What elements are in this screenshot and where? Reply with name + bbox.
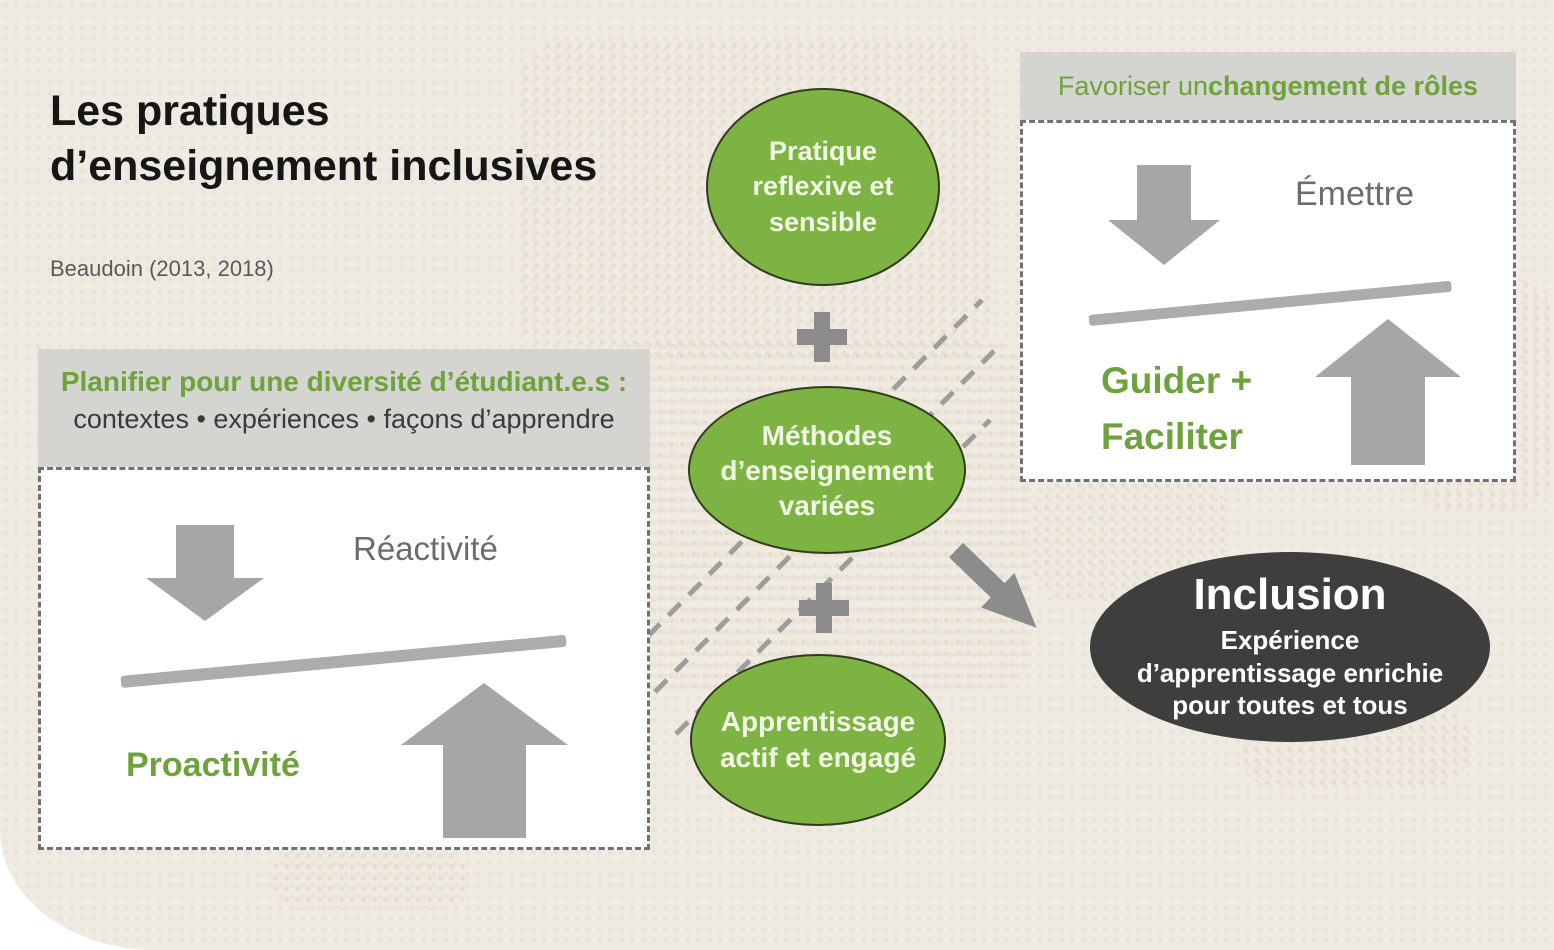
left-banner-title: Planifier pour une diversité d’étudiant.… xyxy=(60,366,628,397)
flow-arrow-icon xyxy=(939,533,1053,645)
ellipse-methodes-enseignement-label: Méthodes d’enseignement variées xyxy=(720,419,934,521)
emettre-guider-box: Émettre Guider + Faciliter xyxy=(1020,120,1516,482)
left-banner: Planifier pour une diversité d’étudiant.… xyxy=(38,349,650,467)
guider-label-line1: Guider + xyxy=(1101,360,1253,401)
inclusion-ellipse: Inclusion Expérience d’apprentissage enr… xyxy=(1090,552,1490,742)
inclusion-subtitle-line3: pour toutes et tous xyxy=(1172,690,1408,721)
page-title: Les pratiques d’enseignement inclusives xyxy=(50,84,597,193)
seesaw-line xyxy=(120,634,567,688)
left-banner-subtitle: contextes • expériences • façons d’appre… xyxy=(73,404,615,434)
up-arrow-icon xyxy=(1315,319,1461,465)
inclusion-subtitle-line2: d’apprentissage enrichie xyxy=(1136,657,1444,688)
down-arrow-icon xyxy=(146,525,264,621)
right-banner: Favoriser un changement de rôles xyxy=(1020,52,1516,120)
guider-faciliter-label: Guider + Faciliter xyxy=(1101,353,1252,464)
inclusion-subtitle-line1: Expérience xyxy=(1220,625,1360,656)
reactivity-proactivity-box: Réactivité Proactivité xyxy=(38,467,650,850)
ellipse-apprentissage-actif-label: Apprentissage actif et engagé xyxy=(719,705,917,773)
ellipse-pratique-reflexive: Pratique reflexive et sensible xyxy=(706,88,940,286)
page-title-line2: d’enseignement inclusives xyxy=(50,141,598,190)
up-arrow-icon xyxy=(401,683,568,838)
reactivite-label: Réactivité xyxy=(353,530,498,567)
ellipse-methodes-enseignement: Méthodes d’enseignement variées xyxy=(688,386,966,554)
ellipse-pratique-reflexive-label: Pratique reflexive et sensible xyxy=(752,136,894,237)
right-banner-prefix: Favoriser un xyxy=(1057,70,1208,101)
right-banner-bold: changement de rôles xyxy=(1207,70,1479,101)
plus-icon xyxy=(799,583,849,633)
inclusion-subtitle: Expérience d’apprentissage enrichie pour… xyxy=(1137,624,1443,722)
proactivite-label: Proactivité xyxy=(126,746,300,784)
guider-label-line2: Faciliter xyxy=(1101,415,1243,457)
attribution: Beaudoin (2013, 2018) xyxy=(50,256,274,281)
plus-icon xyxy=(797,312,847,362)
ellipse-apprentissage-actif: Apprentissage actif et engagé xyxy=(690,654,946,826)
inclusion-title: Inclusion xyxy=(1193,570,1387,620)
page-title-line1: Les pratiques xyxy=(50,87,330,135)
emettre-label: Émettre xyxy=(1295,175,1415,213)
down-arrow-icon xyxy=(1108,165,1220,265)
